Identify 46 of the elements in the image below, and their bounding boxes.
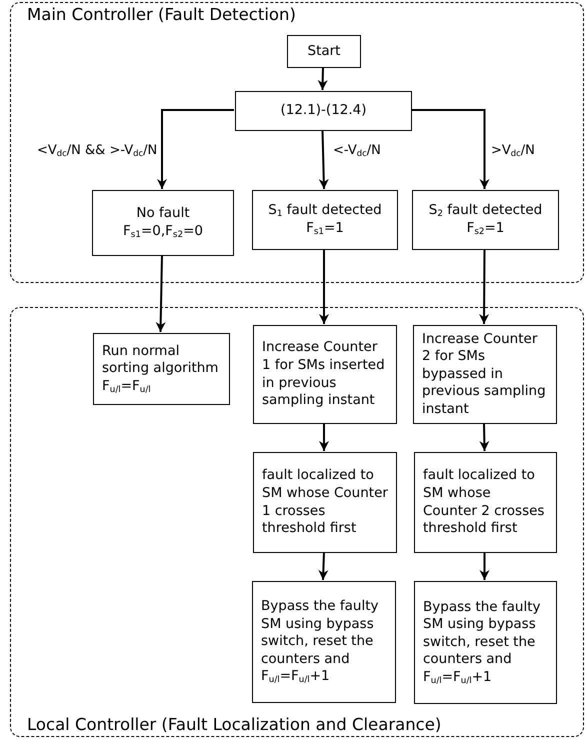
edge-label: >V$_{dc}$/N [490, 143, 536, 158]
box-text: No fault [136, 205, 190, 223]
edge-label: <-V$_{dc}$/N [332, 143, 382, 158]
box-text: Start [308, 42, 340, 60]
process-box [252, 190, 398, 250]
box-text: F$_{s1}$=0,F$_{s2}$=0 [123, 223, 203, 241]
process-box [413, 325, 557, 424]
box-text: F$_{u/l}$=F$_{u/l}$ [102, 378, 152, 396]
process-box [235, 91, 412, 131]
arrow [318, 552, 328, 580]
box-text: F$_{s1}$=1 [306, 220, 344, 238]
arrow [480, 552, 490, 580]
arrow [411, 109, 490, 189]
arrow [156, 254, 166, 332]
arrow [479, 422, 490, 452]
process-box [253, 325, 397, 424]
box-text: Increase Counter 2 for SMs bypassed in previous sampling instant [422, 330, 547, 418]
box-text: (12.1)-(12.4) [280, 102, 367, 120]
box-text: F$_{s2}$=1 [466, 220, 504, 238]
process-box [253, 452, 397, 553]
region-title: Main Controller (Fault Detection) [27, 5, 296, 24]
process-box [412, 190, 559, 250]
box-text: fault localized to SM whose Counter 2 crosses threshold first [423, 467, 546, 538]
arrow [318, 130, 329, 190]
dashed-region [10, 2, 584, 283]
arrow [479, 249, 490, 324]
process-box [414, 452, 557, 553]
process-box [287, 35, 361, 68]
box-text: S$_{1}$ fault detected [268, 202, 382, 220]
arrow [319, 249, 329, 324]
box-text: Increase Counter 1 for SMs inserted in previous sampling instant [262, 339, 386, 410]
process-box [414, 581, 557, 704]
box-text: S$_{2}$ fault detected [428, 202, 542, 220]
box-text: fault localized to SM whose Counter 1 crosses threshold first [262, 467, 388, 538]
box-text: Run normal sorting algorithm [102, 342, 220, 378]
process-box [92, 190, 234, 256]
edge-label: <V$_{dc}$/N && >-V$_{dc}$/N [36, 143, 158, 158]
box-text: Bypass the faulty SM using bypass switch, reset the counters and F$_{u/l}$=F$_{u/l}$+1 [423, 598, 542, 686]
arrow [318, 66, 328, 90]
dashed-region [10, 307, 584, 737]
process-box [252, 581, 396, 703]
arrow [157, 109, 234, 189]
box-text: Bypass the faulty SM using bypass switch, reset the counters and F$_{u/l}$=F$_{u/l}$+1 [261, 598, 380, 686]
region-title: Local Controller (Fault Localization and Clearance) [27, 715, 442, 734]
process-box [93, 333, 230, 405]
arrow [319, 423, 329, 451]
